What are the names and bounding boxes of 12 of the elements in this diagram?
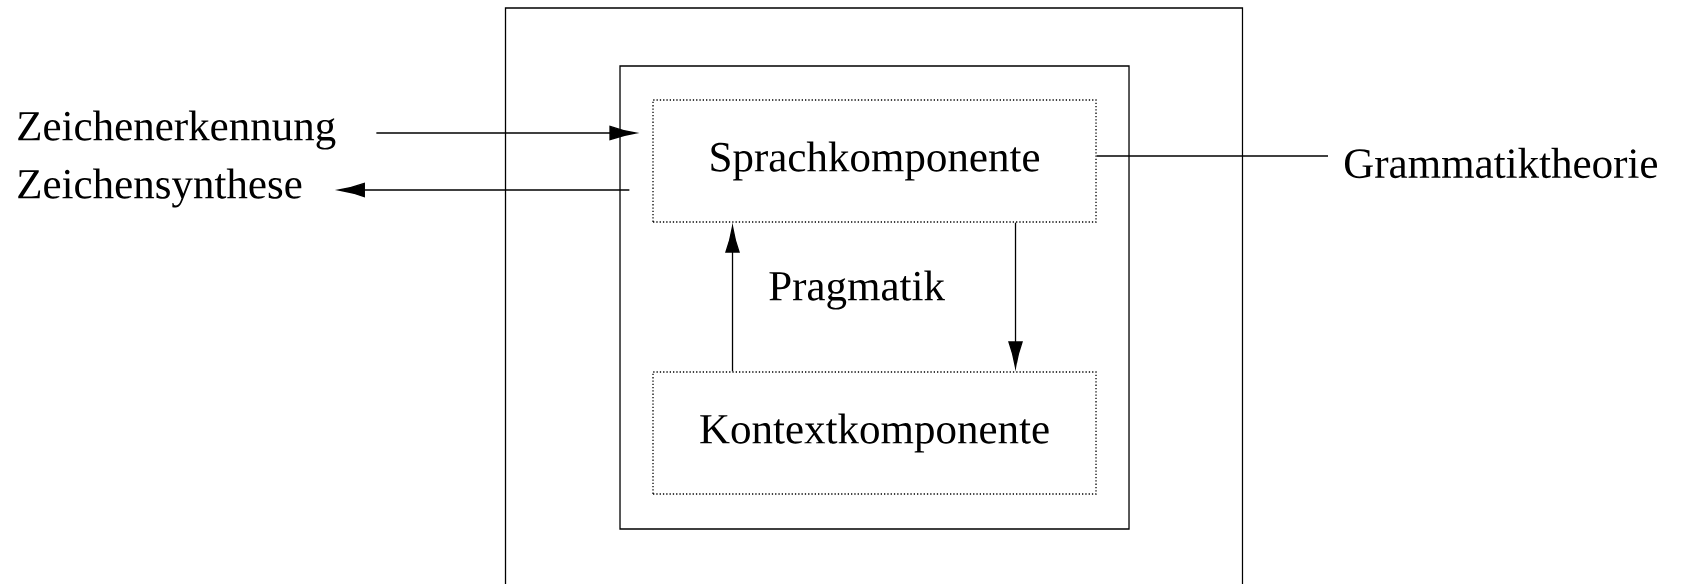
arrow bbox=[725, 225, 740, 372]
arrow bbox=[1008, 222, 1023, 369]
arrow bbox=[338, 182, 630, 198]
side-label: Zeichensynthese bbox=[18, 168, 302, 208]
inner-frame bbox=[619, 65, 1130, 530]
outer-frame bbox=[504, 7, 1244, 584]
flow-label: Pragmatik bbox=[769, 270, 945, 310]
side-label: Grammatiktheorie bbox=[1344, 147, 1657, 179]
component-box: Kontextkomponente bbox=[652, 371, 1097, 495]
side-label: Zeichenerkennung bbox=[18, 110, 336, 150]
arrow bbox=[375, 125, 637, 141]
component-box: Sprachkomponente bbox=[652, 99, 1097, 223]
